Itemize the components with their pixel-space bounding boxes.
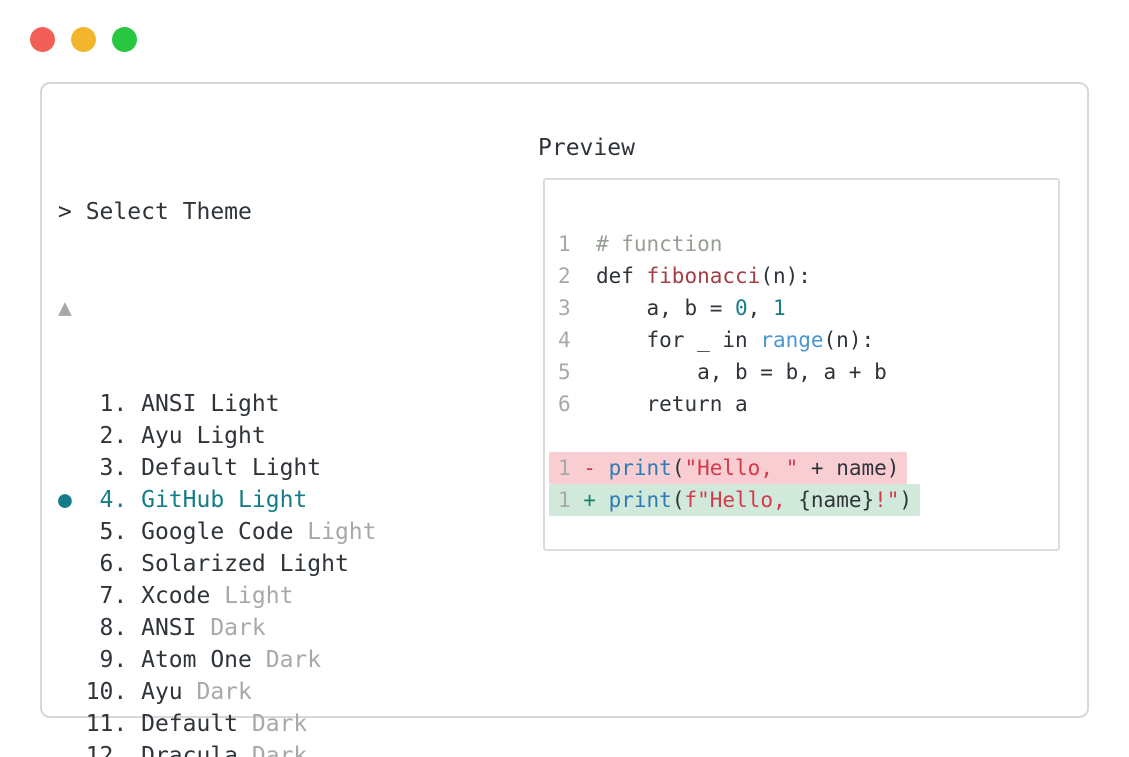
- theme-number: 3.: [85, 455, 142, 481]
- theme-name: Google Code: [141, 519, 294, 545]
- theme-option-default-light[interactable]: 3. Default Light: [58, 452, 875, 484]
- theme-number: 1.: [85, 391, 142, 417]
- theme-variant: Light: [238, 455, 322, 481]
- theme-option-google-code-light[interactable]: 5. Google Code Light: [58, 516, 875, 548]
- selected-dot-icon: ●: [58, 487, 86, 513]
- theme-name: GitHub: [141, 487, 225, 513]
- theme-number: 12.: [85, 743, 142, 757]
- theme-variant: Light: [210, 583, 294, 609]
- theme-variant: Dark: [238, 743, 308, 757]
- theme-variant: Dark: [238, 711, 308, 737]
- theme-option-github-light[interactable]: ● 4. GitHub Light: [58, 484, 875, 516]
- scroll-up-icon[interactable]: ▲: [58, 295, 72, 321]
- code-line: 4 for _ in range(n):: [558, 328, 875, 352]
- minimize-button[interactable]: [71, 27, 96, 52]
- theme-number: 2.: [85, 423, 142, 449]
- theme-name: ANSI: [141, 615, 197, 641]
- theme-name: Xcode: [141, 583, 211, 609]
- theme-name: Atom One: [141, 647, 252, 673]
- theme-name: Ayu: [141, 423, 183, 449]
- line-number: 1: [558, 456, 584, 480]
- theme-option-xcode-light[interactable]: 7. Xcode Light: [58, 580, 875, 612]
- theme-variant: Light: [224, 487, 308, 513]
- line-number: 1: [558, 232, 596, 256]
- code-line: 6 return a: [558, 392, 748, 416]
- theme-variant: Light: [265, 551, 349, 577]
- theme-list: 1. ANSI Light 2. Ayu Light 3. Default Li…: [58, 388, 875, 757]
- theme-name: Default: [141, 711, 239, 737]
- theme-number: 10.: [85, 679, 142, 705]
- theme-variant: Light: [293, 519, 377, 545]
- line-number: 5: [558, 360, 596, 384]
- theme-number: 4.: [85, 487, 142, 513]
- line-number: 3: [558, 296, 596, 320]
- theme-option-solarized-light[interactable]: 6. Solarized Light: [58, 548, 875, 580]
- line-number: 2: [558, 264, 596, 288]
- theme-picker-window: > Select Theme ▲ 1. ANSI Light 2. Ayu Li…: [40, 82, 1089, 757]
- line-number: 4: [558, 328, 596, 352]
- line-number: 1: [558, 488, 584, 512]
- preview-label: Preview: [538, 135, 635, 161]
- theme-name: Dracula: [141, 743, 239, 757]
- theme-option-ansi-dark[interactable]: 8. ANSI Dark: [58, 612, 875, 644]
- theme-variant: Light: [196, 391, 280, 417]
- theme-name: Default: [141, 455, 239, 481]
- code-line: 5 a, b = b, a + b: [558, 360, 887, 384]
- theme-number: 6.: [85, 551, 142, 577]
- code-block: 1 # function 2 def fibonacci(n): 3 a, b = …: [549, 228, 921, 516]
- theme-variant: Dark: [251, 647, 322, 673]
- theme-number: 8.: [85, 615, 142, 641]
- preview-pane: 1 # function 2 def fibonacci(n): 3 a, b = …: [543, 178, 1060, 551]
- theme-name: ANSI: [141, 391, 197, 417]
- theme-option-dracula-dark[interactable]: 12. Dracula Dark: [58, 740, 875, 757]
- panel-title: Select Theme: [85, 199, 252, 225]
- theme-option-default-dark[interactable]: 11. Default Dark: [58, 708, 875, 740]
- theme-selector-panel: > Select Theme ▲ 1. ANSI Light 2. Ayu Li…: [58, 132, 875, 757]
- theme-variant: Dark: [182, 679, 252, 705]
- code-line: 1 # function: [558, 232, 723, 256]
- theme-option-ansi-light[interactable]: 1. ANSI Light: [58, 388, 875, 420]
- diff-highlight-added: 1 + print(f"Hello, {name}!"): [549, 484, 921, 516]
- diff-line-removed: 1 - print("Hello, " + name): [549, 452, 920, 484]
- theme-variant: Dark: [196, 615, 266, 641]
- theme-number: 7.: [85, 583, 142, 609]
- diff-highlight-removed: 1 - print("Hello, " + name): [549, 452, 908, 484]
- theme-option-atom-one-dark[interactable]: 9. Atom One Dark: [58, 644, 875, 676]
- maximize-button[interactable]: [112, 27, 137, 52]
- code-blank-line: [558, 420, 920, 452]
- line-number: 6: [558, 392, 596, 416]
- theme-name: Solarized: [141, 551, 266, 577]
- window-controls: [30, 27, 137, 52]
- code-line: 3 a, b = 0, 1: [558, 296, 786, 320]
- prompt-caret: >: [58, 199, 86, 225]
- theme-name: Ayu: [141, 679, 183, 705]
- theme-number: 9.: [85, 647, 142, 673]
- diff-line-added: 1 + print(f"Hello, {name}!"): [549, 484, 921, 516]
- code-line: 2 def fibonacci(n):: [558, 264, 811, 288]
- theme-option-ayu-dark[interactable]: 10. Ayu Dark: [58, 676, 875, 708]
- close-button[interactable]: [30, 27, 55, 52]
- theme-number: 11.: [85, 711, 142, 737]
- theme-number: 5.: [85, 519, 142, 545]
- theme-variant: Light: [182, 423, 266, 449]
- panel-title-line: > Select Theme: [58, 196, 875, 228]
- theme-option-ayu-light[interactable]: 2. Ayu Light: [58, 420, 875, 452]
